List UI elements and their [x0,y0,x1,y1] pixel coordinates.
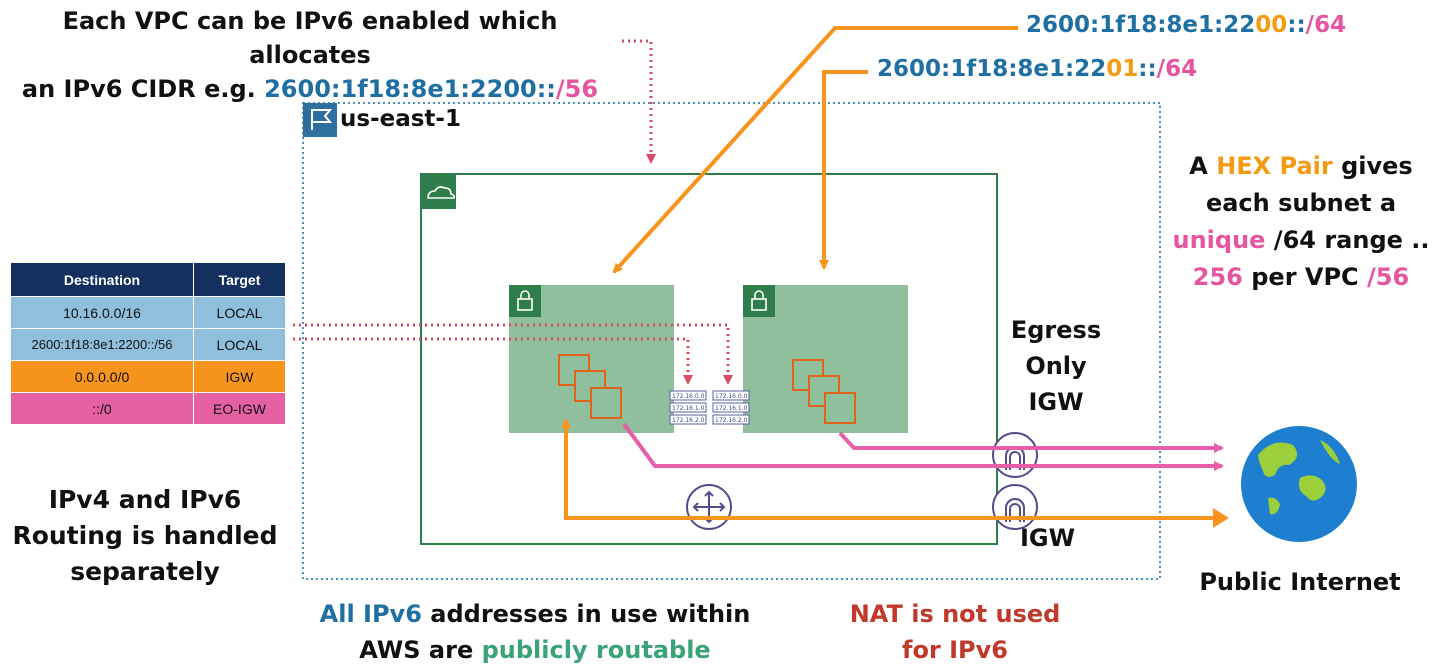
route-target: LOCAL [193,328,286,361]
ipv6-routable-note: All IPv6 addresses in use within AWS are… [319,600,751,664]
table-row: ::/0 EO-IGW [10,392,286,425]
route-table-b-row-3: 172.16.2.0 [715,417,748,424]
vpc-cidr-dotted-arrow [622,39,656,164]
table-row: 0.0.0.0/0 IGW [10,360,286,393]
subnet-b-lock-glyph [751,290,767,311]
column-target: Target [193,262,286,297]
routing-note: IPv4 and IPv6 Routing is handled separat… [12,485,278,586]
subnet-a-lock-glyph [517,290,533,311]
router-icon [686,484,732,530]
subnet-b-lock-icon [743,285,775,317]
heading-line-1: Each VPC can be IPv6 enabled which alloc… [62,7,558,69]
heading-line-2: an IPv6 CIDR e.g. 2600:1f18:8e1:2200::/5… [21,75,599,103]
subnet-a-cidr-arrow [612,26,1018,274]
route-table-icon-b [712,390,750,425]
ec2-instances-icon-b [792,359,856,424]
nat-note: NAT is not used for IPv6 [849,600,1061,664]
route-destination: 10.16.0.0/16 [10,296,194,329]
egress-only-igw-icon [992,432,1038,478]
route-destination: 2600:1f18:8e1:2200::/56 [10,328,194,361]
route-table-b-row-2: 172.16.1.0 [715,405,748,412]
route-table-b-row-1: 172.16.0.0 [715,393,748,400]
route-table-a-row-2: 172.16.1.0 [672,405,705,412]
route-destination: 0.0.0.0/0 [10,360,194,393]
route-target: LOCAL [193,296,286,329]
route-target: IGW [193,360,286,393]
route-table-a-row-1: 172.16.0.0 [672,393,705,400]
region-flag-icon [303,103,337,137]
route-destination: ::/0 [10,392,194,425]
route-table-a-row-3: 172.16.2.0 [672,417,705,424]
globe-icon [1241,426,1357,542]
igw-icon [992,484,1038,530]
subnet-a-cidr: 2600:1f18:8e1:2200::/64 [1026,12,1347,38]
hex-pair-note: A HEX Pair gives each subnet a unique /6… [1172,152,1430,291]
route-table-icon-a [669,390,707,425]
subnet-b-cidr-arrow [819,70,868,270]
table-row: 10.16.0.0/16 LOCAL [10,296,286,329]
vpc-boundary [420,173,998,545]
public-internet-label: Public Internet [1199,568,1401,596]
region-boundary [302,102,1161,580]
column-destination: Destination [10,262,194,297]
igw-label: IGW [1020,524,1076,552]
subnet-a-lock-icon [509,285,541,317]
vpc-cidr-mask: /56 [555,75,599,103]
vpc-cidr-text: 2600:1f18:8e1:2200:: [264,75,556,103]
igw-arrowhead-out [1213,508,1229,528]
route-table-header: Destination Target [10,262,286,297]
subnet-b-cidr: 2600:1f18:8e1:2201::/64 [877,56,1198,82]
vpc-cloud-icon [421,174,456,209]
route-target: EO-IGW [193,392,286,425]
egress-arrow-subnet-a [622,422,1224,471]
ec2-instances-icon-a [558,354,622,419]
table-row: 2600:1f18:8e1:2200::/56 LOCAL [10,328,286,361]
region-label: us-east-1 [340,106,461,132]
route-table-dotted-arrow-a [293,323,733,385]
vpc-ipv6-heading: Each VPC can be IPv6 enabled which alloc… [0,4,620,106]
route-table: Destination Target 10.16.0.0/16 LOCAL 26… [10,262,286,425]
egress-only-igw-label: Egress Only IGW [1010,316,1102,416]
egress-arrow-subnet-b [838,431,1224,453]
igw-bidirectional-arrow [561,418,1222,520]
